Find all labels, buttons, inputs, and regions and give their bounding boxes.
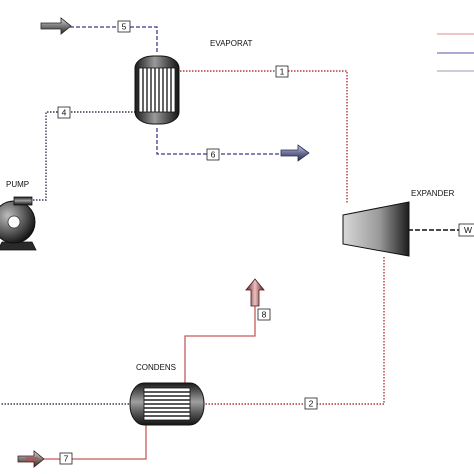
stream-4-id[interactable]: 4 bbox=[57, 106, 71, 119]
stream-5-inlet-arrow-icon bbox=[40, 17, 72, 35]
stream-1-label: 1 bbox=[280, 67, 285, 77]
stream-8-outlet-arrow-icon bbox=[245, 278, 265, 307]
stream-7-inlet-arrow-icon bbox=[17, 450, 45, 468]
stream-6-outlet-arrow-icon bbox=[280, 144, 310, 162]
expander-label: EXPANDER bbox=[411, 189, 455, 198]
evaporator-label: EVAPORAT bbox=[210, 39, 252, 48]
stream-2-id[interactable]: 2 bbox=[304, 397, 318, 410]
stream-work-id[interactable]: W bbox=[458, 223, 474, 237]
stream-5-id[interactable]: 5 bbox=[117, 20, 131, 33]
stream-5-label: 5 bbox=[122, 22, 127, 32]
stream-5[interactable] bbox=[70, 26, 158, 52]
stream-1-id[interactable]: 1 bbox=[275, 65, 289, 78]
stream-1[interactable] bbox=[180, 70, 348, 203]
stream-8-line bbox=[184, 305, 256, 385]
stream-8-label: 8 bbox=[262, 310, 267, 320]
stream-4-line bbox=[30, 111, 135, 201]
stream-5-line bbox=[70, 26, 158, 52]
stream-6-id[interactable]: 6 bbox=[206, 148, 220, 161]
stream-1-line bbox=[180, 70, 348, 203]
stream-7-label: 7 bbox=[64, 454, 69, 464]
stream-8-id[interactable]: 8 bbox=[257, 308, 271, 321]
evaporator-block[interactable] bbox=[134, 55, 180, 125]
stream-6[interactable] bbox=[156, 128, 282, 155]
stream-work-label: W bbox=[464, 225, 472, 235]
stream-4-label: 4 bbox=[62, 108, 67, 118]
expander-block[interactable] bbox=[342, 201, 410, 257]
stream-8[interactable] bbox=[184, 305, 256, 385]
legend bbox=[437, 33, 474, 72]
stream-7-line bbox=[40, 424, 147, 460]
stream-6-line bbox=[156, 128, 282, 155]
condenser-label: CONDENS bbox=[136, 363, 176, 372]
condenser-block[interactable] bbox=[129, 382, 205, 426]
pump-label: PUMP bbox=[6, 180, 29, 189]
pump-block[interactable] bbox=[0, 196, 37, 251]
stream-2-label: 2 bbox=[309, 399, 314, 409]
stream-7[interactable] bbox=[40, 424, 147, 460]
stream-2-line bbox=[203, 257, 385, 405]
stream-4[interactable] bbox=[30, 111, 135, 201]
stream-6-label: 6 bbox=[211, 150, 216, 160]
stream-2[interactable] bbox=[203, 257, 385, 405]
stream-7-id[interactable]: 7 bbox=[59, 452, 73, 465]
